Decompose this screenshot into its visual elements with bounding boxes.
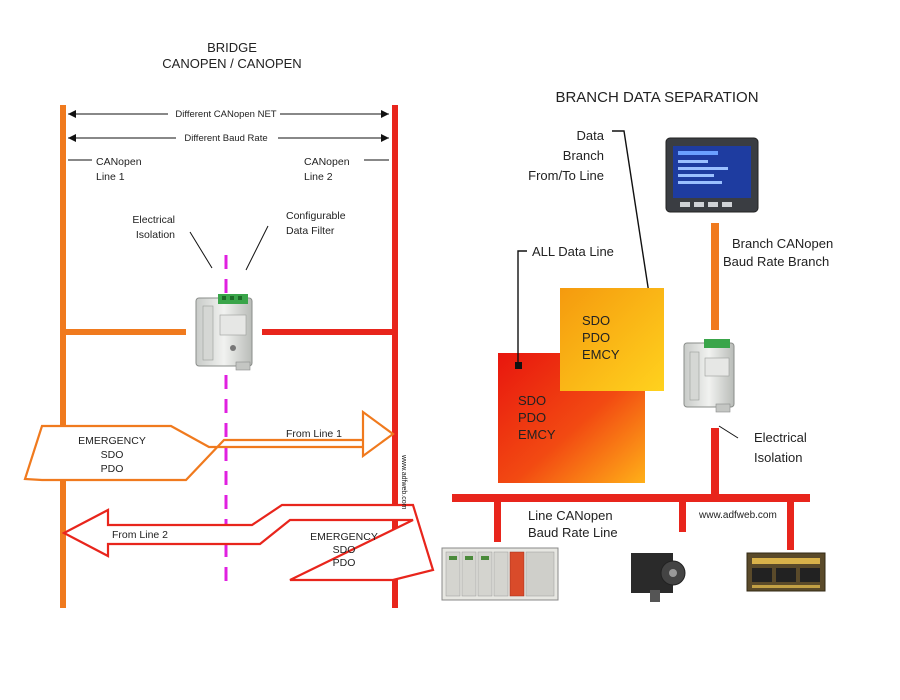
arrow2-text: From Line 2: [112, 529, 168, 541]
arrow1-msg-1: SDO: [101, 449, 124, 461]
box-front-2: EMCY: [582, 347, 620, 362]
circuit-board-image: [746, 552, 826, 592]
arrow2-msg-2: PDO: [333, 557, 356, 569]
filter-label-a: Configurable: [286, 210, 346, 222]
drop-board: [787, 502, 794, 550]
drop-plc: [494, 502, 501, 542]
box-front-0: SDO: [582, 313, 610, 328]
isolation-label-b: Isolation: [136, 229, 175, 241]
right-isolation-a: Electrical: [754, 430, 807, 445]
box-front-1: PDO: [582, 330, 610, 345]
canopen-line-2: [392, 105, 398, 608]
branch-label-0: Data: [577, 128, 605, 143]
branch-leader-line: [612, 130, 651, 301]
branch-label-1: Branch: [563, 148, 604, 163]
canopen-line-1: [60, 105, 66, 608]
line1-label-a: CANopen: [96, 156, 142, 168]
branch-label-2: From/To Line: [528, 168, 604, 183]
dimension-baud-label: Different Baud Rate: [184, 133, 267, 144]
bridge-device-image: [195, 294, 253, 371]
filter-label-b: Data Filter: [286, 225, 335, 237]
box-back-1: PDO: [518, 410, 546, 425]
box-back-0: SDO: [518, 393, 546, 408]
right-title: BRANCH DATA SEPARATION: [555, 89, 758, 106]
arrow2-msg-0: EMERGENCY: [310, 531, 378, 543]
all-line-label: ALL Data Line: [532, 244, 614, 259]
drop-motor: [679, 502, 686, 532]
all-line-leader: [517, 250, 527, 365]
branch-line: [711, 223, 719, 330]
device-to-line-link: [711, 428, 719, 496]
dimension-net-label: Different CANopen NET: [175, 109, 276, 120]
main-canopen-line: [452, 494, 810, 502]
arrow1-msg-0: EMERGENCY: [78, 435, 146, 447]
line2-label-b: Line 2: [304, 171, 333, 183]
from-line2-arrow: [61, 503, 435, 582]
from-line1-arrow: [23, 409, 395, 482]
right-website: www.adfweb.com: [698, 510, 777, 521]
arrow1-text: From Line 1: [286, 428, 342, 440]
line1-stub: [66, 329, 186, 335]
branch-canopen-a: Branch CANopen: [732, 236, 833, 251]
branch-device-image: [683, 339, 735, 413]
line2-stub: [262, 329, 392, 335]
left-title-line2: CANOPEN / CANOPEN: [162, 56, 301, 71]
box-back-2: EMCY: [518, 427, 556, 442]
branch-data-box: [560, 288, 664, 391]
right-isolation-b: Isolation: [754, 450, 802, 465]
left-watermark: www.adfweb.com: [400, 454, 407, 510]
servo-motor-image: [631, 553, 686, 602]
arrow1-msg-2: PDO: [101, 463, 124, 475]
hmi-panel-image: [665, 137, 759, 213]
left-title-line1: BRIDGE: [207, 40, 257, 55]
arrow2-msg-1: SDO: [333, 544, 356, 556]
line2-label-a: CANopen: [304, 156, 350, 168]
line1-label-b: Line 1: [96, 171, 125, 183]
branch-canopen-b: Baud Rate Branch: [723, 254, 829, 269]
line-canopen-a: Line CANopen: [528, 508, 613, 523]
plc-rack-image: [441, 547, 559, 601]
line-canopen-b: Baud Rate Line: [528, 525, 618, 540]
isolation-label-a: Electrical: [132, 214, 175, 226]
